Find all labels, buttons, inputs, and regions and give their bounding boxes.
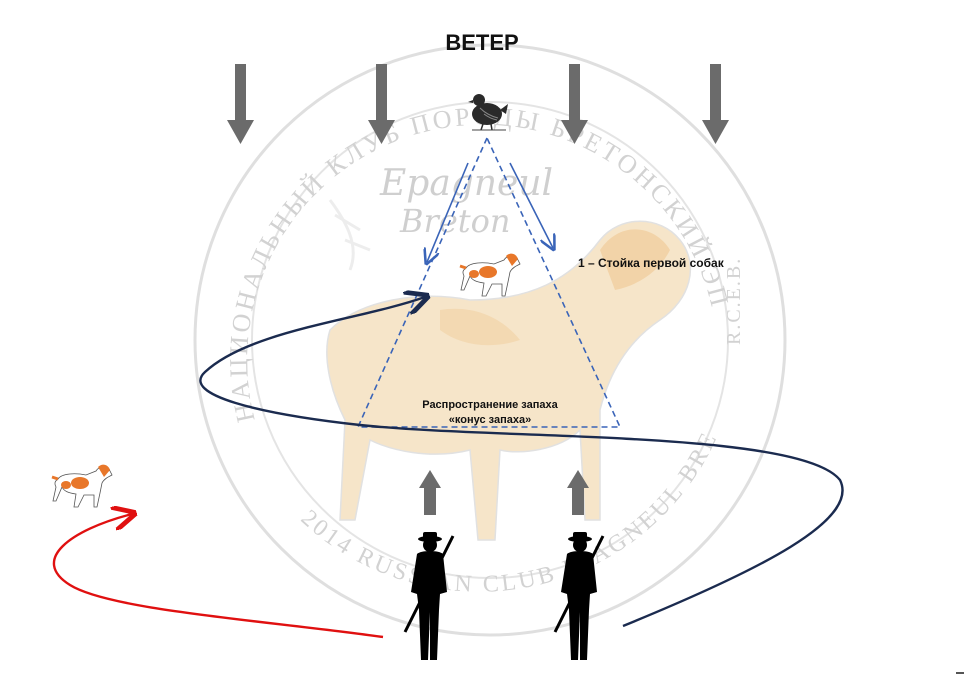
- wind-arrows: [227, 64, 729, 144]
- wind-arrow-icon: [561, 64, 588, 144]
- watermark-emblem: [193, 43, 787, 637]
- up-arrow-icon: [567, 470, 589, 515]
- hunter-icon: [403, 532, 455, 660]
- wind-arrow-icon: [702, 64, 729, 144]
- scent-cone-label-line1: Распространение запаха: [422, 399, 558, 411]
- scent-cone-label-line2: «конус запаха»: [448, 414, 532, 426]
- diagram-title: ВЕТЕР: [445, 30, 519, 55]
- wind-arrow-icon: [227, 64, 254, 144]
- up-arrow-icon: [419, 470, 441, 515]
- scent-arrow-left: [427, 162, 469, 262]
- scent-cone-label: Распространение запаха «конус запаха»: [405, 398, 575, 428]
- grouse-icon: [468, 94, 508, 131]
- wind-arrow-icon: [368, 64, 395, 144]
- corner-dash: [956, 672, 964, 674]
- scent-arrow-right: [509, 162, 553, 248]
- upward-arrows: [419, 470, 589, 515]
- watermark-side-text: R.C.E.B.: [723, 257, 745, 345]
- stand-label: 1 – Стойка первой собак: [578, 256, 724, 270]
- second-dog-path: [199, 297, 844, 628]
- first-dog-path: [52, 514, 384, 639]
- hunter-icon: [553, 532, 605, 660]
- watermark-script-line2: Breton: [399, 202, 510, 240]
- dog-icon: [459, 253, 521, 297]
- dog-icon: [51, 464, 113, 508]
